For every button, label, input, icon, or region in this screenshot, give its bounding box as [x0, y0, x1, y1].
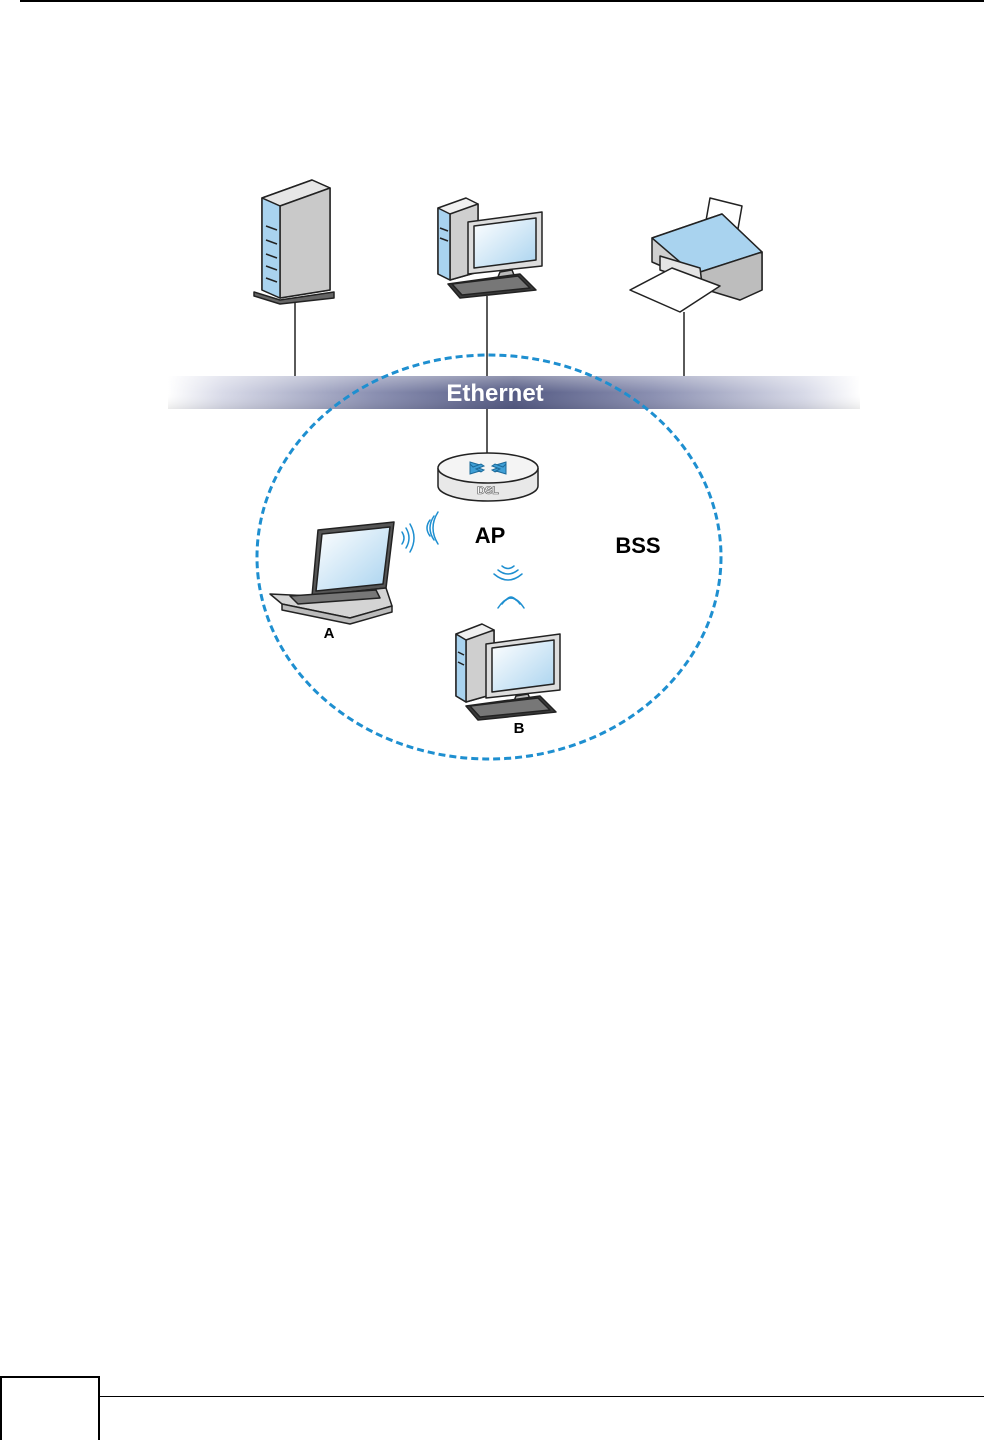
laptop-icon	[270, 522, 394, 624]
desktop-computer-icon	[456, 624, 560, 720]
server-icon	[254, 180, 334, 304]
bss-label: BSS	[615, 533, 660, 558]
ap-label: AP	[475, 523, 506, 548]
desktop-computer-icon	[438, 198, 542, 298]
network-links	[295, 296, 684, 455]
footer-rule	[100, 1396, 984, 1397]
router-icon: DSL	[438, 453, 538, 501]
wireless-signal-icon	[402, 512, 438, 552]
printer-icon	[630, 198, 762, 312]
ethernet-bus: Ethernet	[168, 376, 860, 409]
station-b-label: B	[514, 720, 525, 737]
station-a-label: A	[324, 625, 335, 642]
dsl-label: DSL	[477, 485, 499, 497]
ethernet-label: Ethernet	[446, 380, 543, 407]
page-number-box	[0, 1376, 100, 1440]
wireless-signal-icon	[494, 566, 524, 608]
